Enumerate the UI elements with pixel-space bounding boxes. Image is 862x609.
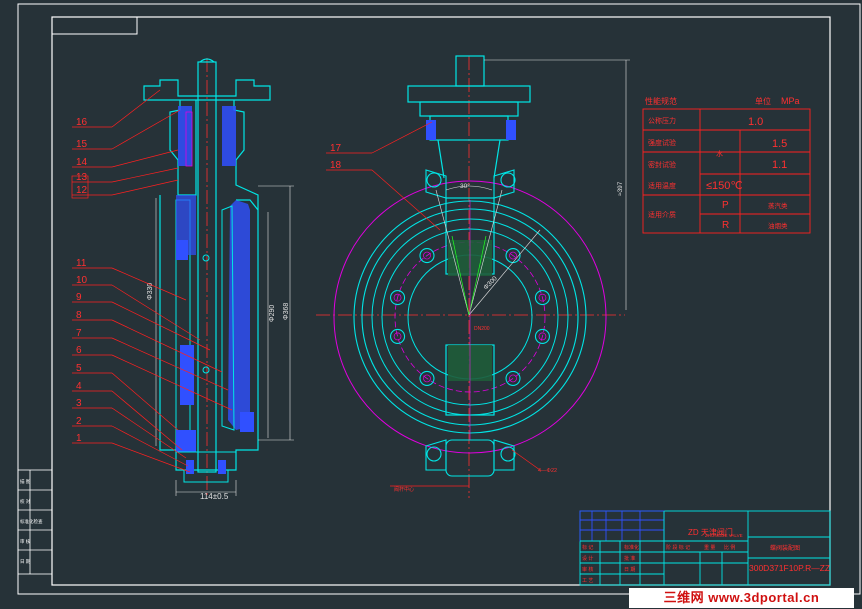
outer-frame — [17, 3, 861, 595]
spec-unit: MPa — [781, 96, 800, 106]
part-number-label: 7 — [76, 328, 82, 339]
part-number-label: 15 — [76, 139, 88, 150]
stamp-label: 标准化检查 — [20, 518, 43, 525]
part-number-label: 1 — [76, 433, 82, 444]
center-label: DN200 — [474, 326, 490, 332]
valve-stem — [197, 61, 217, 473]
part-number-18: 18 — [330, 160, 342, 171]
inner-frame — [51, 16, 831, 586]
stamp-label: 描 图 — [20, 478, 31, 485]
part-number-label: 5 — [76, 363, 82, 374]
title-block-row-label: 设 计 — [582, 555, 593, 562]
bolt-hole — [534, 328, 550, 344]
spec-row-value: 1.0 — [748, 116, 763, 128]
part-number-label: 4 — [76, 381, 82, 392]
spec-row-value: R — [722, 220, 729, 231]
overall-height-dim: ≈397 — [617, 181, 624, 196]
part-number-label: 3 — [76, 398, 82, 409]
bottom-hole-note: 4—Φ22 — [538, 468, 557, 474]
spec-row-label: 适用介质 — [648, 210, 676, 219]
spec-row-value: 1.1 — [772, 159, 787, 171]
spec-row-note: 油烟类 — [768, 221, 788, 230]
side-part-leaders: 16 15 14 13 12 11 10 9 8 7 6 5 4 3 2 1 — [71, 89, 233, 473]
bolt-holes — [390, 248, 550, 386]
bolt-hole — [419, 248, 435, 264]
dimension-bottom-width: 114±0.5 — [200, 492, 229, 501]
stamp-label: 校 对 — [20, 498, 31, 505]
part-number-label: 12 — [76, 185, 88, 196]
dimension-right-dia: Φ368 — [283, 303, 290, 320]
title-block — [579, 510, 831, 586]
left-stamp-table — [17, 469, 53, 575]
spec-medium: 水 — [716, 149, 723, 158]
lugs — [425, 169, 516, 477]
title-block-col-label: 日 期 — [624, 567, 635, 573]
part-number-label: 8 — [76, 310, 82, 321]
corner-box — [51, 16, 138, 35]
side-section-view: Φ330 Φ290 Φ368 114±0.5 — [143, 58, 294, 501]
title-block-col-label: 批 准 — [624, 555, 635, 562]
dimension-left-dia: Φ330 — [147, 283, 154, 300]
spec-title: 性能规范 — [645, 96, 677, 106]
top-flange — [143, 79, 271, 101]
drawing-title: 蝶阀装配图 — [770, 544, 800, 552]
spec-row-value: ≤150℃ — [706, 180, 743, 192]
stamp-label: 日 期 — [20, 559, 31, 565]
title-block-scale-label: 阶 段 标 记 — [666, 544, 690, 551]
drawing-number: 300D371F10P.R—ZZ — [749, 563, 830, 573]
bolt-hole — [505, 370, 521, 386]
spec-row-value: 1.5 — [772, 138, 787, 150]
part-number-label: 11 — [76, 258, 87, 269]
company-sub: ZHONGDE VALVE — [705, 533, 743, 538]
title-block-row-label: 审 核 — [582, 566, 593, 573]
title-block-row-label: 工 艺 — [582, 578, 593, 584]
company-name: ZD 天津阀门 — [688, 527, 733, 537]
outer-flange-circle — [333, 180, 607, 454]
part-number-label: 16 — [76, 117, 88, 128]
part-number-label: 10 — [76, 275, 88, 286]
spec-row-value: P — [722, 200, 729, 211]
spec-unit-label: 单位 — [755, 96, 771, 106]
part-number-label: 2 — [76, 416, 82, 427]
bolt-hole — [390, 328, 406, 344]
part-number-17: 17 — [330, 143, 342, 154]
stamp-label: 审 核 — [20, 538, 31, 545]
part-number-label: 14 — [76, 157, 88, 168]
spec-row-label: 适用温度 — [648, 181, 676, 190]
part-number-label: 13 — [76, 172, 88, 183]
part-number-label: 6 — [76, 345, 82, 356]
bolt-hole — [419, 370, 435, 386]
bolt-hole — [390, 290, 406, 306]
bolt-hole — [534, 290, 550, 306]
spec-row-note: 蒸汽类 — [768, 201, 788, 210]
title-block-scale-label: 重 量 — [704, 544, 715, 551]
lower-note: 阀杆中心 — [394, 486, 414, 493]
watermark: 三维网 www.3dportal.cn — [629, 588, 854, 608]
spec-row-label: 公称压力 — [648, 116, 676, 125]
dimension-mid-dia: Φ290 — [269, 305, 276, 322]
spec-table — [642, 108, 811, 234]
part-number-label: 9 — [76, 292, 82, 303]
angle-label: 30° — [460, 182, 470, 190]
front-view: 30° Φ300 DN200 ≈397 4—Φ22 阀杆中心 17 18 — [316, 55, 630, 498]
title-block-row-label: 标 记 — [582, 544, 593, 551]
spec-row-label: 密封试验 — [648, 160, 676, 169]
spec-row-label: 强度试验 — [648, 138, 676, 147]
title-block-scale-label: 比 例 — [724, 544, 735, 551]
title-block-col-label: 标准化 — [624, 544, 639, 551]
